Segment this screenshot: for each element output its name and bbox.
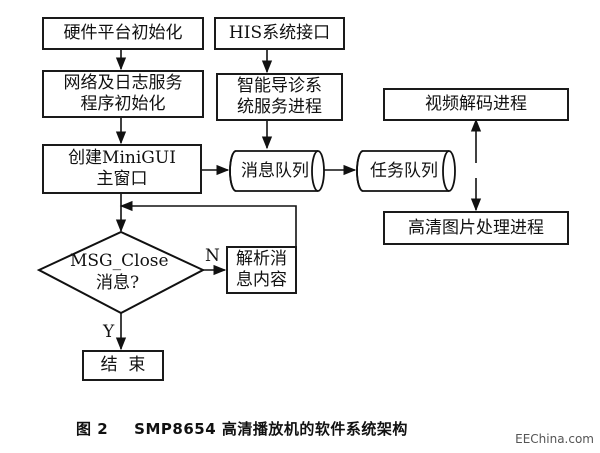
node-net-log-init-line2: 程序初始化 (80, 94, 166, 114)
node-his-interface: HIS系统接口 (214, 17, 345, 50)
figure-title: SMP8654 高清播放机的软件系统架构 (134, 420, 408, 438)
node-net-log-init: 网络及日志服务 程序初始化 (42, 70, 204, 118)
node-smart-service: 智能导诊系 统服务进程 (216, 73, 343, 121)
figure-caption: 图 2 SMP8654 高清播放机的软件系统架构 (76, 418, 408, 439)
node-create-minigui-line1: 创建MiniGUI (68, 148, 176, 168)
msg-queue-label: 消息队列 (241, 161, 309, 181)
task-queue-label: 任务队列 (370, 161, 438, 181)
node-video-decode: 视频解码进程 (383, 88, 569, 121)
node-end-text: 结 束 (100, 355, 146, 375)
node-parse-message: 解析消 息内容 (226, 246, 297, 294)
node-hd-image: 高清图片处理进程 (383, 211, 569, 245)
node-his-interface-text: HIS系统接口 (228, 23, 331, 43)
decision-diamond (36, 230, 206, 315)
node-hw-init: 硬件平台初始化 (42, 17, 204, 50)
msg-queue-cylinder (229, 150, 325, 192)
node-create-minigui: 创建MiniGUI 主窗口 (42, 144, 202, 194)
task-queue-cylinder (356, 150, 456, 192)
node-create-minigui-line2: 主窗口 (96, 169, 148, 189)
node-parse-message-line2: 息内容 (236, 270, 287, 290)
node-hd-image-text: 高清图片处理进程 (408, 217, 544, 238)
node-end: 结 束 (82, 350, 164, 381)
node-parse-message-line1: 解析消 (236, 249, 287, 269)
node-smart-service-line2: 统服务进程 (237, 97, 322, 117)
edge-label-yes: Y (103, 322, 115, 342)
watermark: EEChina.com (515, 432, 594, 446)
figure-number: 图 2 (76, 420, 109, 438)
node-hw-init-text: 硬件平台初始化 (63, 23, 183, 43)
edge-label-no: N (205, 246, 220, 266)
node-net-log-init-line1: 网络及日志服务 (63, 73, 183, 93)
node-video-decode-text: 视频解码进程 (425, 94, 527, 114)
node-smart-service-line1: 智能导诊系 (237, 76, 322, 96)
decision-label-line2: 消息? (96, 273, 140, 293)
decision-label-line1: MSG_Close (70, 251, 169, 271)
